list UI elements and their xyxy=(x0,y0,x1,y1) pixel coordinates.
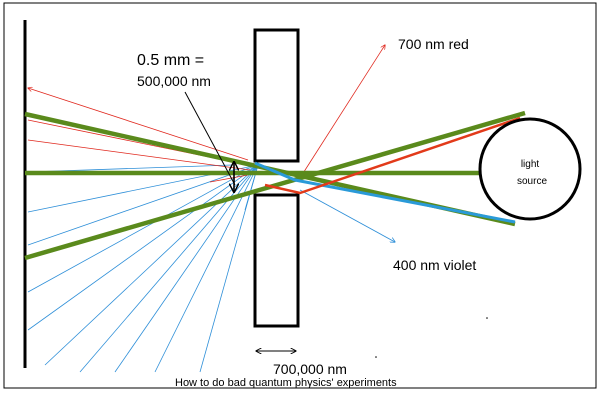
red-wavelength-label: 700 nm red xyxy=(398,36,469,52)
stray-dot xyxy=(375,356,377,358)
source-label-line2: source xyxy=(517,176,547,187)
red-ray xyxy=(264,116,521,195)
stray-dot xyxy=(486,317,488,319)
violet-fan-rays xyxy=(27,164,259,373)
violet-ray xyxy=(254,161,516,224)
slit-pointer-line xyxy=(184,91,236,186)
diagram-frame xyxy=(3,2,597,389)
barrier-top xyxy=(253,28,300,163)
diagram-caption: How to do bad quantum physics' experimen… xyxy=(175,377,397,389)
source-label-line1: light xyxy=(521,159,540,170)
barrier-bottom xyxy=(253,193,300,328)
slit-width-nm-label: 500,000 nm xyxy=(137,73,211,89)
light-source xyxy=(478,117,582,221)
violet-arrow xyxy=(299,189,395,242)
barrier-width-label: 700,000 nm xyxy=(273,361,347,377)
red-fan-rays xyxy=(28,45,385,183)
violet-wavelength-label: 400 nm violet xyxy=(393,257,476,273)
slit-width-mm-label: 0.5 mm = xyxy=(137,52,204,69)
